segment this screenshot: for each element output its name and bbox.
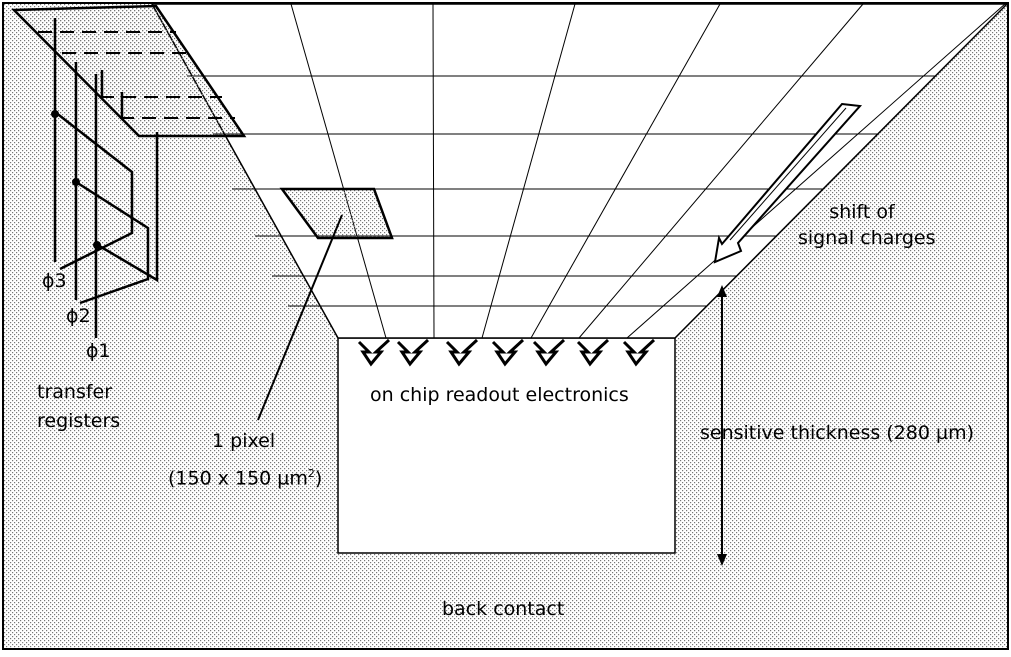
readout-electronics-area — [337, 337, 676, 554]
readout-amplifier-3 — [445, 338, 479, 367]
pixel-grid-lines — [187, 3, 1006, 339]
readout-label: on chip readout electronics — [370, 384, 629, 406]
back-contact-label: back contact — [442, 598, 565, 620]
right-wall — [675, 4, 1007, 648]
readout-amplifier-2 — [396, 338, 430, 367]
pixel-size-text: (150 x 150 µm — [168, 467, 308, 490]
readout-amplifier-7 — [622, 338, 656, 367]
charge-shift-arrow — [713, 102, 863, 264]
shift-label-line2: signal charges — [798, 227, 936, 249]
thickness-dimension-arrow — [717, 285, 727, 566]
phi1-label: ϕ1 — [86, 340, 111, 362]
single-pixel — [279, 187, 394, 240]
phase-contact-dots — [51, 110, 101, 249]
phi3-label: ϕ3 — [42, 270, 67, 292]
pixel-grid-plane — [150, 3, 1009, 339]
readout-amplifier-4 — [491, 338, 525, 367]
transfer-label-line1: transfer — [37, 381, 113, 403]
phi2-label: ϕ2 — [66, 305, 91, 327]
clock-phase-lines — [53, 18, 159, 338]
back-contact-floor — [4, 553, 1007, 648]
transfer-register-region — [11, 4, 247, 138]
pixel-size-close: ) — [314, 467, 323, 490]
shift-label-line1: shift of — [829, 201, 895, 223]
pixel-size-label: (150 x 150 µm2) — [168, 468, 322, 488]
register-dashed-lines — [38, 31, 235, 119]
readout-amplifier-5 — [532, 338, 566, 367]
thickness-label: sensitive thickness (280 µm) — [700, 422, 975, 444]
pixel-pointer-line — [257, 214, 343, 421]
readout-amplifier-1 — [357, 338, 391, 367]
pixel-label-line1: 1 pixel — [212, 430, 276, 452]
left-wall — [4, 4, 338, 648]
charge-shift-arrow-inner — [729, 107, 847, 241]
readout-amplifiers — [357, 338, 656, 367]
pixel-size-superscript: 2 — [307, 467, 315, 480]
transfer-label-line2: registers — [37, 410, 121, 432]
readout-amplifier-6 — [576, 338, 610, 367]
